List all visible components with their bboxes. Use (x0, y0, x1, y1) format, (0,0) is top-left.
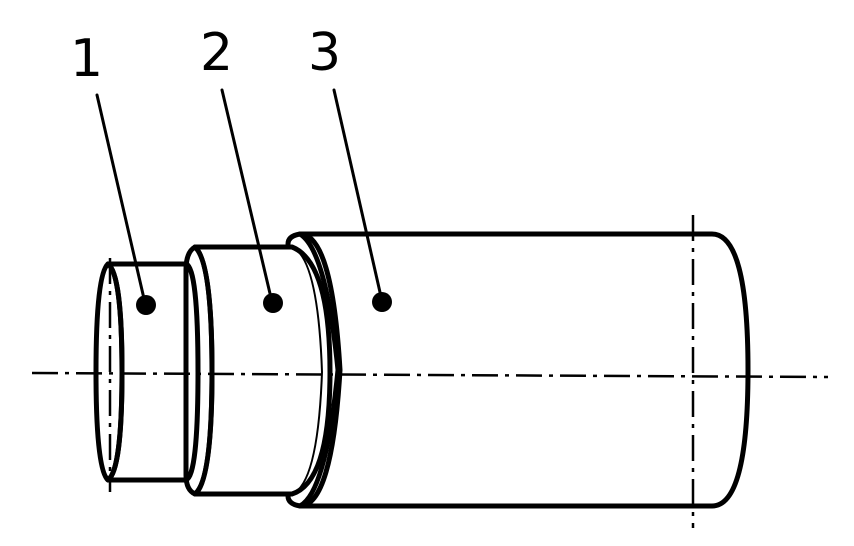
marker-dot-3 (372, 292, 392, 312)
label-2: 2 (200, 23, 233, 83)
label-1: 1 (70, 29, 103, 89)
label-3: 3 (308, 23, 341, 83)
braid-layer (183, 244, 333, 497)
inner-tube-layer (93, 261, 201, 483)
center-axis-line (31, 371, 829, 379)
leader-line-3 (332, 88, 384, 303)
marker-dot-1 (136, 295, 156, 315)
leader-line-2 (220, 88, 274, 304)
marker-dot-2 (263, 293, 283, 313)
outer-cover-layer (285, 231, 751, 509)
leader-line-1 (95, 93, 147, 305)
